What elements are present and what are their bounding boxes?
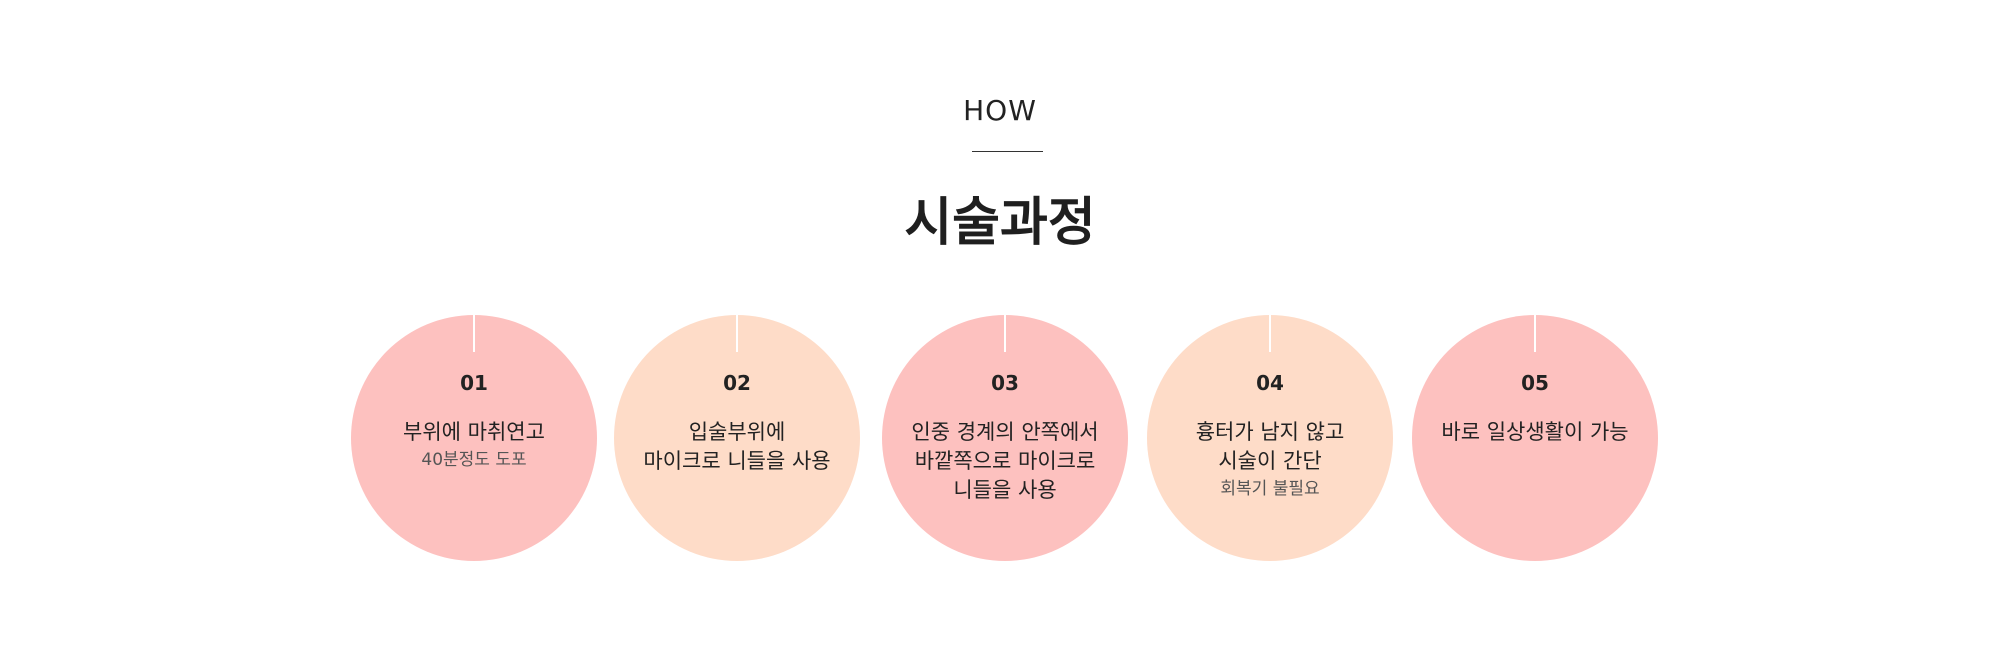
step-tick	[1269, 315, 1271, 352]
step-number: 01	[460, 371, 488, 395]
step-circle-4: 04 흉터가 남지 않고 시술이 간단 회복기 불필요	[1147, 315, 1393, 561]
step-text: 인중 경계의 안쪽에서 바깥쪽으로 마이크로 니들을 사용	[890, 418, 1120, 505]
step-text: 부위에 마취연고 40분정도 도포	[359, 418, 589, 474]
step-description-line: 마이크로 니들을 사용	[643, 449, 831, 473]
step-number: 02	[723, 371, 751, 395]
step-subtext: 40분정도 도포	[421, 450, 527, 470]
step-number: 04	[1256, 371, 1284, 395]
step-description-line: 입술부위에	[688, 420, 786, 444]
step-description-line: 바깥쪽으로 마이크로	[914, 449, 1096, 473]
step-tick	[1004, 315, 1006, 352]
step-circle-2: 02 입술부위에 마이크로 니들을 사용	[614, 315, 860, 561]
section-eyebrow: HOW	[963, 94, 1037, 127]
step-tick	[736, 315, 738, 352]
step-number: 05	[1521, 371, 1549, 395]
eyebrow-divider	[972, 151, 1043, 152]
step-description-line: 바로 일상생활이 가능	[1441, 420, 1629, 444]
step-description-line: 시술이 간단	[1218, 449, 1322, 473]
step-description-line: 니들을 사용	[953, 478, 1057, 502]
step-description-line: 흉터가 남지 않고	[1195, 420, 1345, 444]
step-description-line: 인중 경계의 안쪽에서	[911, 420, 1099, 444]
step-text: 입술부위에 마이크로 니들을 사용	[622, 418, 852, 476]
step-text: 흉터가 남지 않고 시술이 간단 회복기 불필요	[1155, 418, 1385, 503]
step-subtext: 회복기 불필요	[1220, 479, 1320, 499]
step-circle-5: 05 바로 일상생활이 가능	[1412, 315, 1658, 561]
procedure-steps: 01 부위에 마취연고 40분정도 도포 02 입술부위에 마이크로 니들을 사…	[0, 315, 2000, 563]
step-number: 03	[991, 371, 1019, 395]
step-tick	[473, 315, 475, 352]
step-description-line: 부위에 마취연고	[403, 420, 545, 444]
section-title: 시술과정	[904, 193, 1096, 253]
step-tick	[1534, 315, 1536, 352]
step-circle-3: 03 인중 경계의 안쪽에서 바깥쪽으로 마이크로 니들을 사용	[882, 315, 1128, 561]
step-text: 바로 일상생활이 가능	[1420, 418, 1650, 447]
step-circle-1: 01 부위에 마취연고 40분정도 도포	[351, 315, 597, 561]
